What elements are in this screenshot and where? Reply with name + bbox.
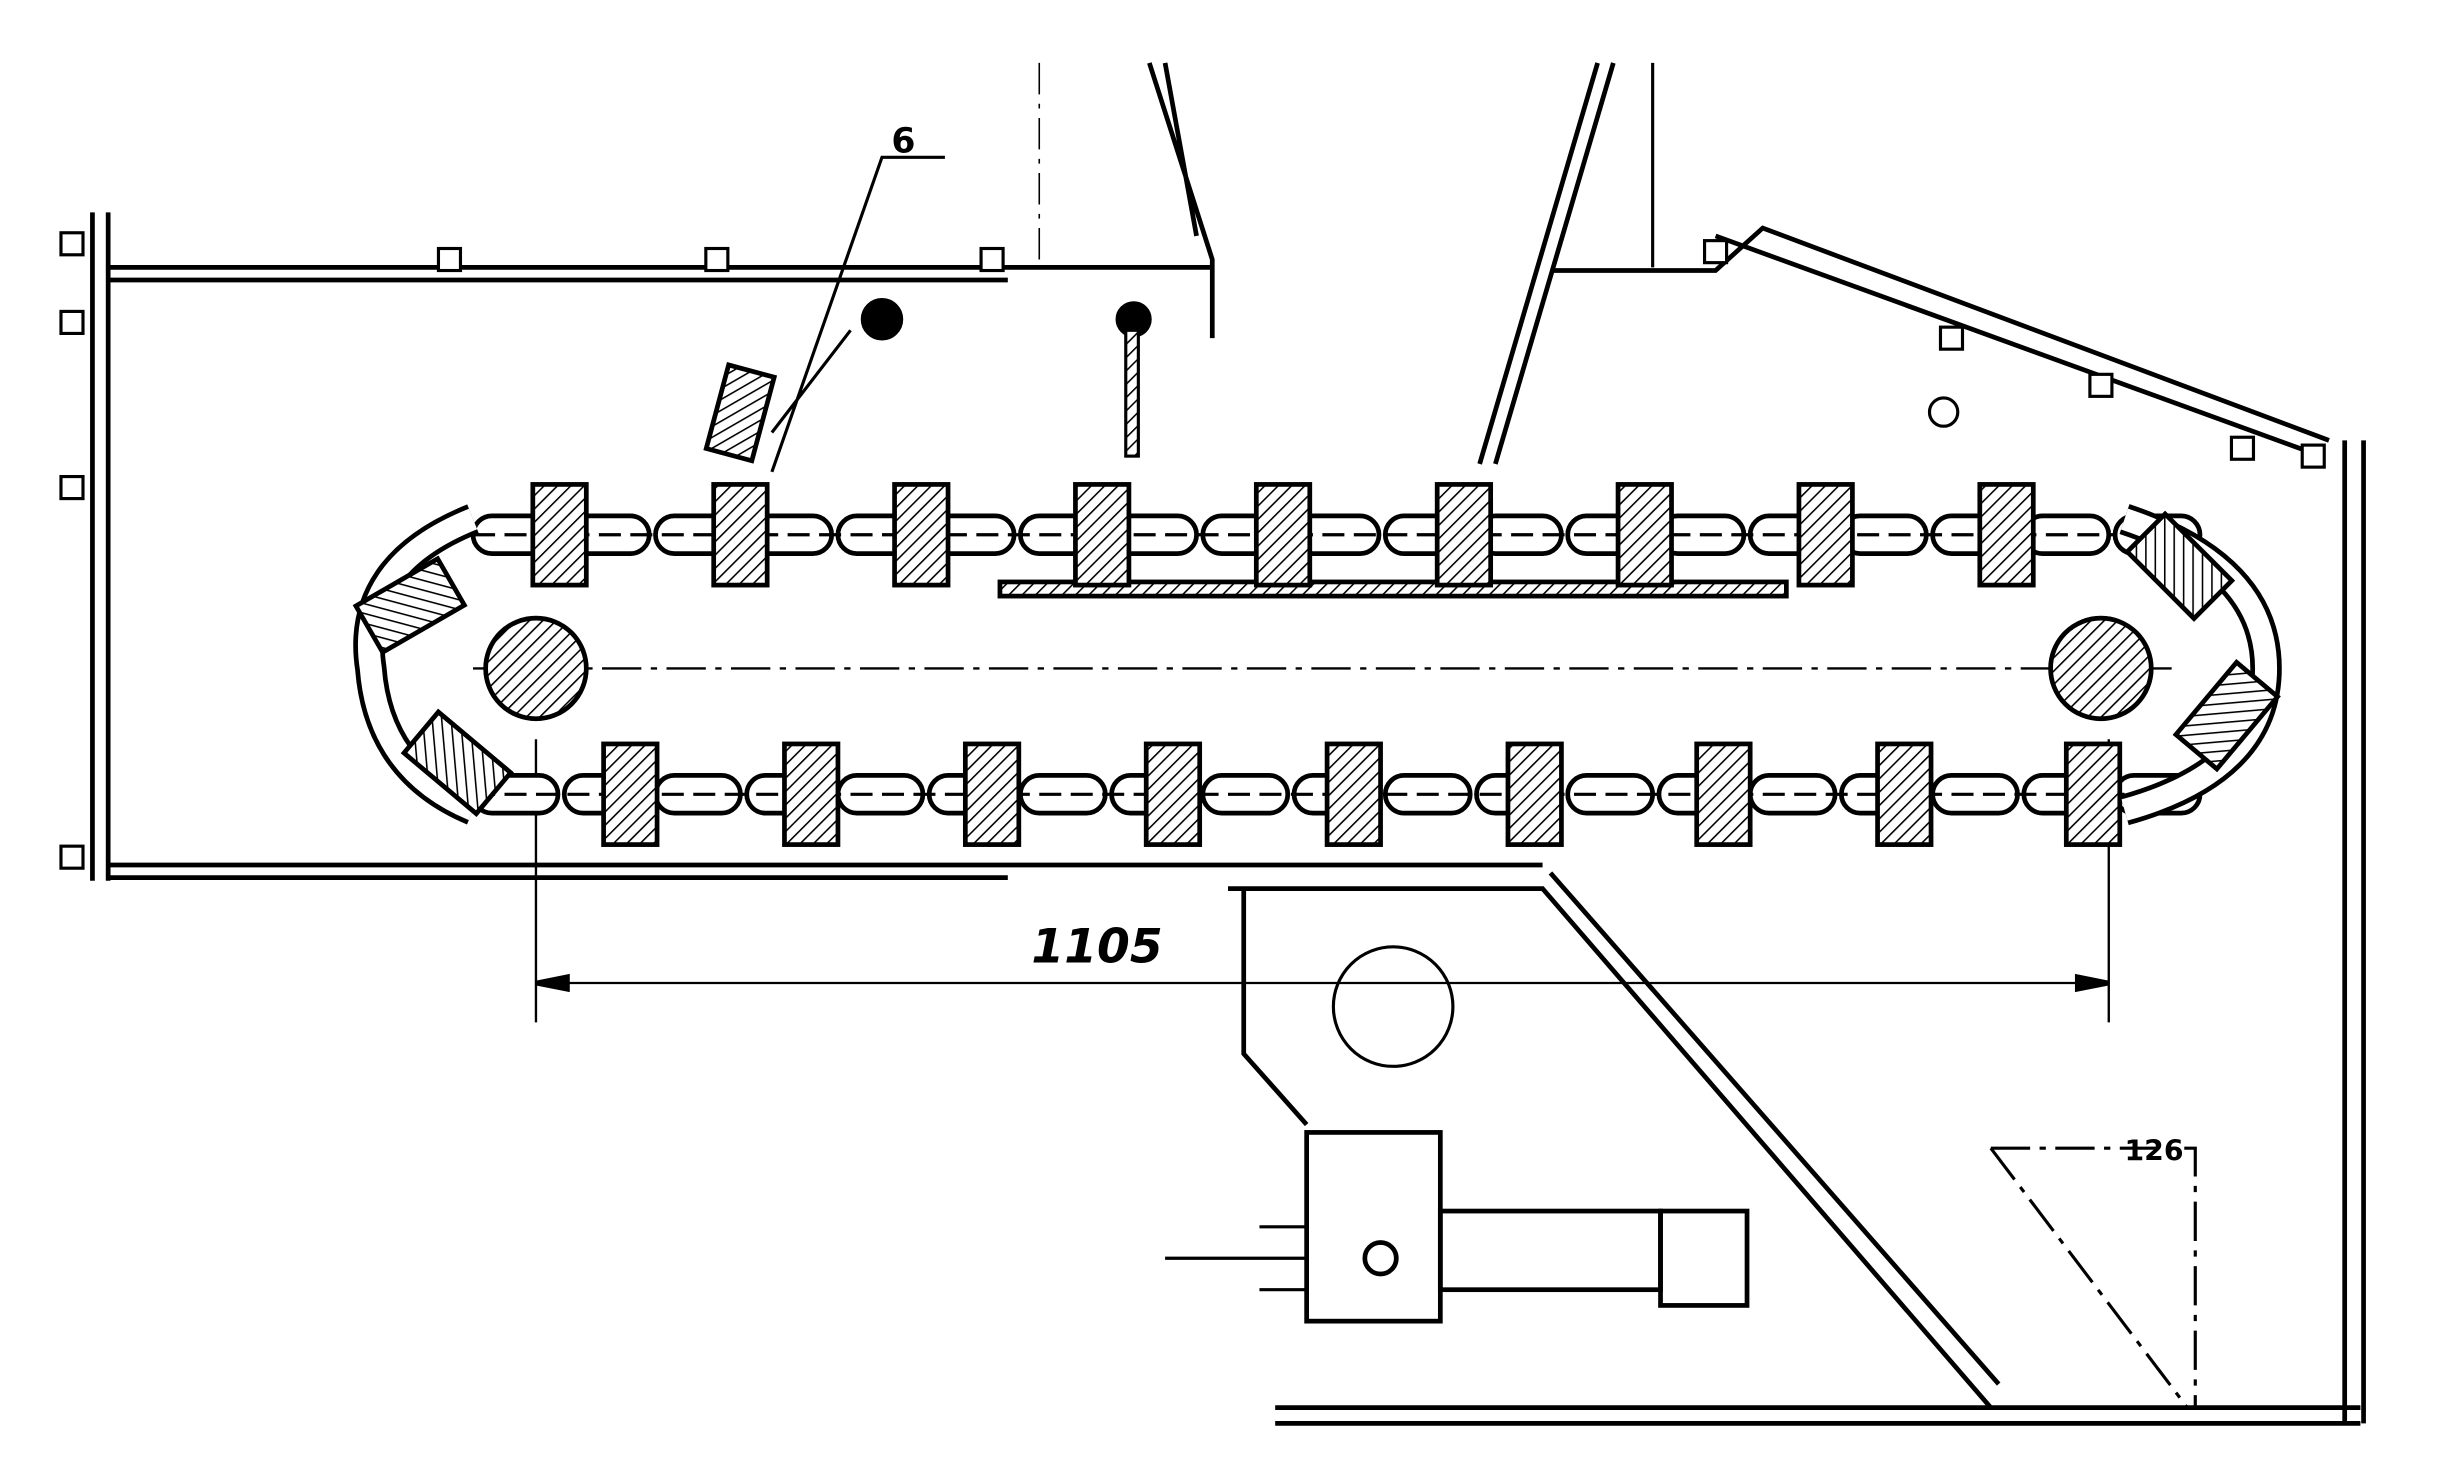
bolt-icon xyxy=(436,246,463,273)
bolt-icon xyxy=(1938,325,1965,351)
scraper-flight xyxy=(1073,482,1132,588)
scraper-flight xyxy=(782,741,841,847)
scraper-flight xyxy=(2123,510,2236,622)
sprocket-right xyxy=(2048,615,2154,722)
housing-bottom-plate xyxy=(108,862,1543,880)
scraper-flight xyxy=(530,482,589,588)
upper-right-cover xyxy=(1550,225,2330,459)
deflector-plate xyxy=(997,579,1789,599)
scraper-flight xyxy=(962,741,1022,847)
chain-turn-left-inner xyxy=(357,508,478,821)
dimension-label-126: 126 xyxy=(2124,1135,2183,1168)
scraper-flight xyxy=(1977,482,2036,588)
scraper-flight xyxy=(1434,482,1494,588)
scraper-flight xyxy=(1796,482,1855,588)
scraper-flight xyxy=(601,741,660,847)
scraper-flight xyxy=(1694,741,1753,847)
housing-left-wall xyxy=(90,212,111,881)
bolt-icon xyxy=(59,231,85,257)
bearing-housing xyxy=(1304,1130,1443,1324)
scraper-flight xyxy=(2063,741,2123,847)
bolt-icon xyxy=(59,844,85,870)
scraper-flight xyxy=(1615,482,1674,588)
bolt-icon xyxy=(2300,443,2326,469)
callout-label-6: 6 xyxy=(891,122,915,162)
housing-top-plate xyxy=(108,265,1213,283)
bolt-icon xyxy=(2088,372,2114,398)
bolt-icon xyxy=(979,246,1005,273)
scraper-flight xyxy=(352,555,468,656)
scraper-flight xyxy=(1875,741,1934,847)
callout-leader-6 xyxy=(770,155,945,473)
scraper-flight xyxy=(1143,741,1203,847)
bolt-icon xyxy=(59,309,85,336)
bolt-icon xyxy=(704,246,730,273)
scraper-flight xyxy=(400,708,514,817)
scraper-flight xyxy=(1253,482,1313,588)
right-end-wall xyxy=(2342,440,2366,1424)
drive-shaft-circle xyxy=(1331,945,1455,1068)
scraper-flight xyxy=(1505,741,1564,847)
drive-frame xyxy=(1228,871,2361,1426)
dimension-label-1105: 1105 xyxy=(1031,920,1162,975)
bolt-icon xyxy=(1702,239,1729,265)
bolt-icon xyxy=(2229,435,2256,461)
scraper-flight xyxy=(892,482,951,588)
sprocket-left xyxy=(483,615,589,722)
inlet-chute-right xyxy=(1477,62,1616,465)
bolt-icon xyxy=(59,474,85,501)
scraper-flight xyxy=(1324,741,1383,847)
scraper-flight xyxy=(711,482,770,588)
inlet-chute-left xyxy=(1147,62,1215,339)
scraper-flight xyxy=(2172,658,2281,773)
bolt-hole xyxy=(1927,396,1960,428)
